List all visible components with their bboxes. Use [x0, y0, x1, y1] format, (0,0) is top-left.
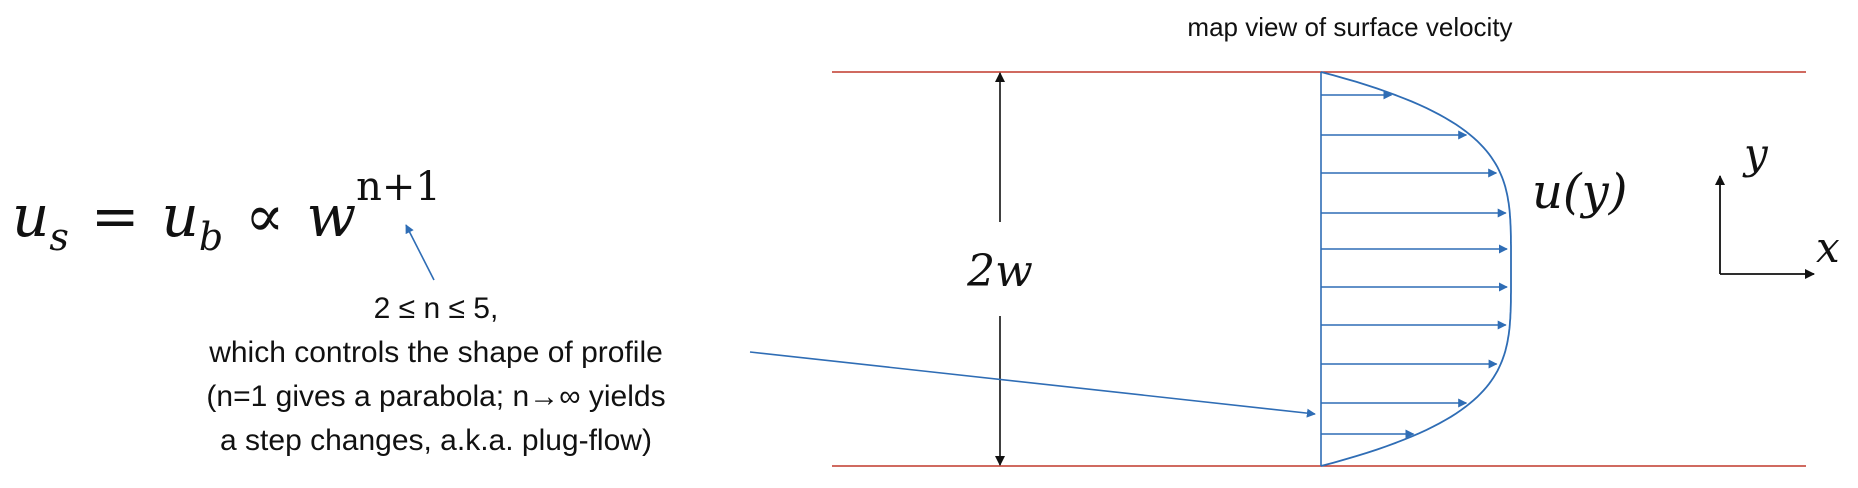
profile-annotation: 2 ≤ n ≤ 5, which controls the shape of p… — [206, 292, 665, 457]
equation-base: w — [306, 182, 356, 250]
flow-law-equation: us=ub∝wn+1 — [12, 164, 441, 259]
x-axis-label: x — [1816, 223, 1840, 272]
y-axis-label: y — [1742, 129, 1769, 178]
equation-mid: u — [161, 182, 198, 250]
equation-proportional: ∝ — [245, 182, 284, 250]
velocity-profile — [1320, 71, 1512, 467]
diagram-title: map view of surface velocity — [1187, 12, 1512, 42]
profile-label: u(y) — [1532, 164, 1627, 220]
equation-mid-subscript: b — [199, 215, 223, 259]
annotation-line-2: which controls the shape of profile — [208, 336, 663, 369]
annotation-line-3: (n=1 gives a parabola; n→∞ yields — [206, 380, 665, 413]
profile-curve — [1320, 71, 1512, 467]
equation-equals: = — [91, 182, 140, 250]
exponent-pointer-arrow — [405, 224, 435, 281]
annotation-line-4: a step changes, a.k.a. plug-flow) — [220, 424, 652, 457]
annotation-line-1: 2 ≤ n ≤ 5, — [374, 292, 499, 325]
equation-text: us=ub∝wn+1 — [12, 164, 441, 259]
width-label: 2w — [966, 246, 1033, 297]
equation-exponent: n+1 — [356, 164, 441, 210]
equation-lhs: u — [12, 182, 49, 250]
equation-lhs-subscript: s — [49, 215, 69, 259]
profile-pointer-arrow — [749, 351, 1316, 418]
